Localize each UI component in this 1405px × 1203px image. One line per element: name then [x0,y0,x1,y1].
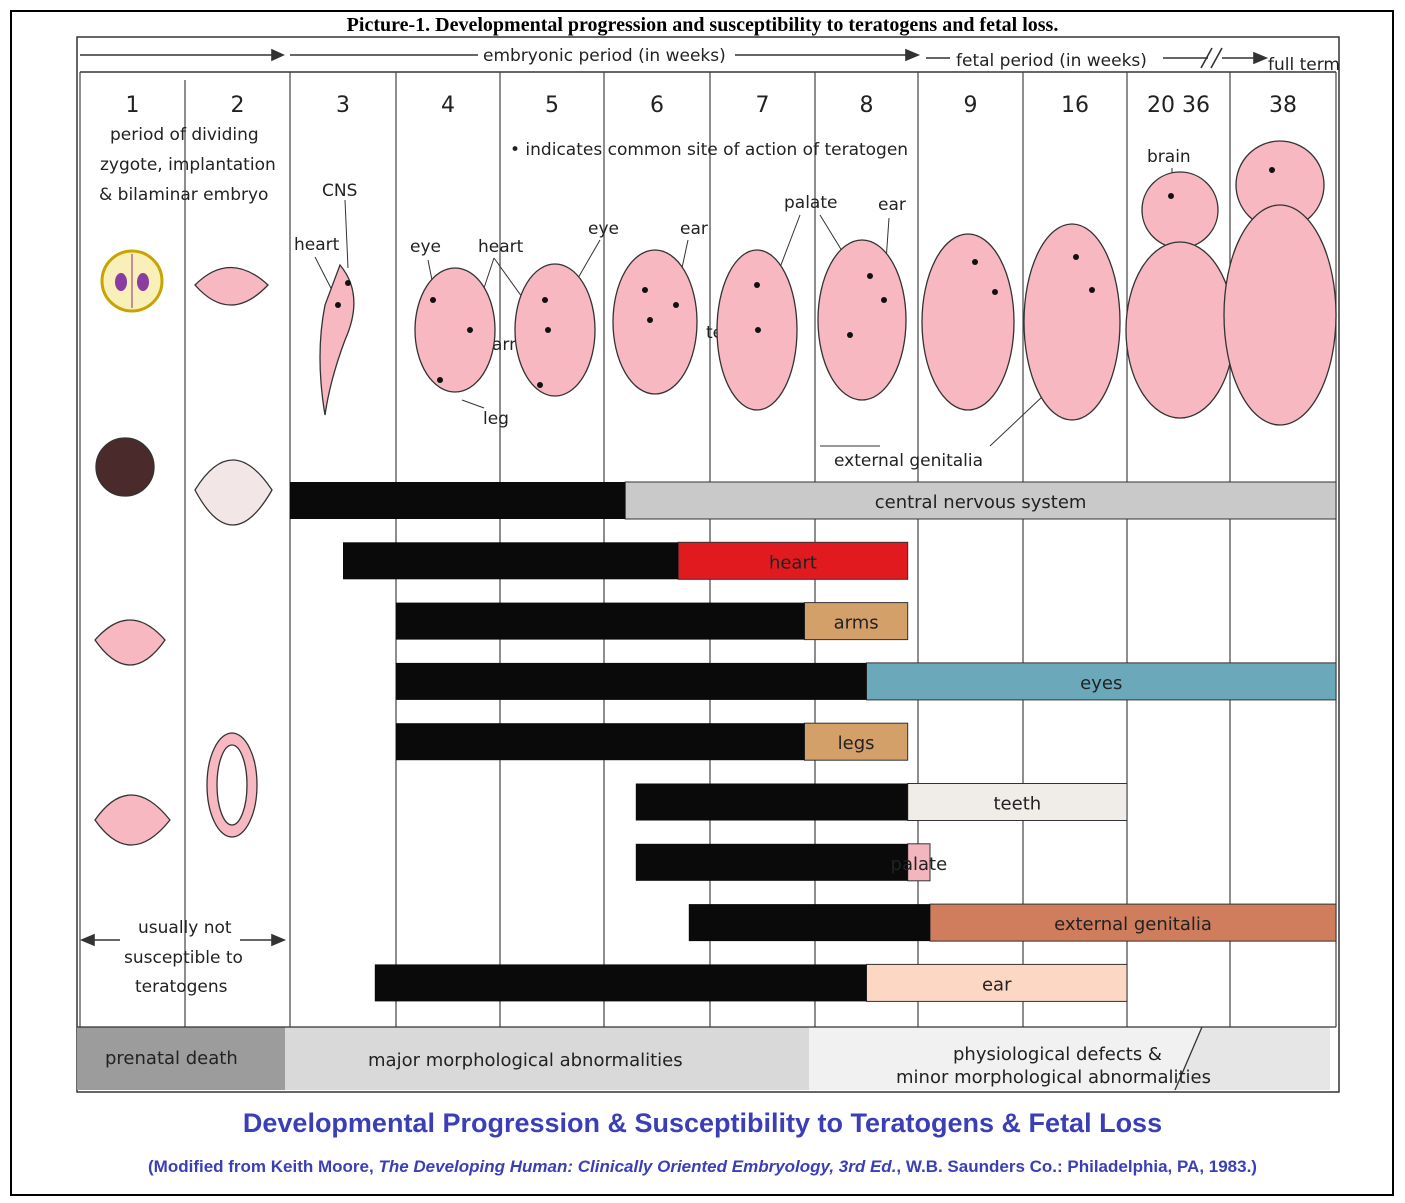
major-abnormalities-label: major morphological abnormalities [368,1050,683,1071]
bar-label-central-nervous-system: central nervous system [875,492,1087,513]
week-label: 4 [441,93,455,118]
external-genitalia-label: external genitalia [834,451,983,471]
bar-critical-teeth [636,784,908,821]
bar-label-external-genitalia: external genitalia [1054,914,1212,935]
fetal-period-label: fetal period (in weeks) [956,51,1147,71]
dividing-label-2: zygote, implantation [100,155,276,175]
week-label: 2 [231,93,245,118]
week-label: 1 [126,93,140,118]
bar-label-heart: heart [769,552,817,573]
heart-label-2: heart [478,237,524,257]
week-label: 3 [336,93,350,118]
week-label: 8 [860,93,874,118]
credit-suffix: , W.B. Saunders Co.: Philadelphia, PA, 1… [896,1157,1257,1176]
full-term-label: full term [1268,55,1340,75]
leg-label: leg [483,409,509,429]
palate-label: palate [784,193,837,213]
prenatal-death-label: prenatal death [105,1048,238,1069]
bar-critical-ear [375,964,867,1001]
source-credit: (Modified from Keith Moore, The Developi… [0,1157,1405,1177]
bar-critical-heart [343,542,678,579]
eye-label-2: eye [588,219,619,239]
not-susceptible-3: teratogens [135,977,228,997]
week-label: 38 [1269,93,1297,118]
bar-critical-palate [636,844,908,881]
credit-prefix: (Modified from Keith Moore, [148,1157,378,1176]
embryonic-period-label: embryonic period (in weeks) [483,46,726,66]
chart-title: Developmental Progression & Susceptibili… [0,1108,1405,1139]
week-label: 5 [545,93,559,118]
teratogen-site-note: • indicates common site of action of ter… [510,140,908,160]
heart-label-1: heart [294,235,340,255]
physiological-defects-label-2: minor morphological abnormalities [896,1067,1211,1088]
bar-critical-legs [396,723,805,760]
physiological-defects-label-1: physiological defects & [953,1044,1162,1065]
dividing-label-3: & bilaminar embryo [99,185,268,205]
bar-label-teeth: teeth [994,794,1042,815]
bar-label-ear: ear [982,974,1012,995]
cns-label: CNS [322,181,357,201]
bar-critical-eyes [396,663,867,700]
bar-label-eyes: eyes [1080,673,1122,694]
ear-label-1: ear [680,219,708,239]
week-label: 16 [1061,93,1089,118]
week-label: 20 36 [1147,93,1210,118]
bar-label-palate: palate [891,854,948,875]
week-labels: 1 2 3 4 5 6 7 8 9 16 20 36 38 [126,93,1298,118]
week-label: 6 [650,93,664,118]
bar-label-legs: legs [838,733,875,754]
ear-label-2: ear [878,195,906,215]
credit-book: The Developing Human: Clinically Oriente… [378,1157,896,1176]
week-label: 7 [756,93,770,118]
bar-critical-central-nervous-system [290,482,625,519]
not-susceptible-2: susceptible to [124,948,243,968]
dividing-label-1: period of dividing [110,125,259,145]
susceptibility-bars: central nervous system heart arms eyes legs t… [290,482,1336,1001]
brain-label: brain [1147,147,1191,167]
eye-label-1: eye [410,237,441,257]
bar-label-arms: arms [834,613,879,634]
not-susceptible-1: usually not [138,918,232,938]
bar-critical-external-genitalia [689,904,930,941]
bar-critical-arms [396,603,805,640]
week-label: 9 [964,93,978,118]
